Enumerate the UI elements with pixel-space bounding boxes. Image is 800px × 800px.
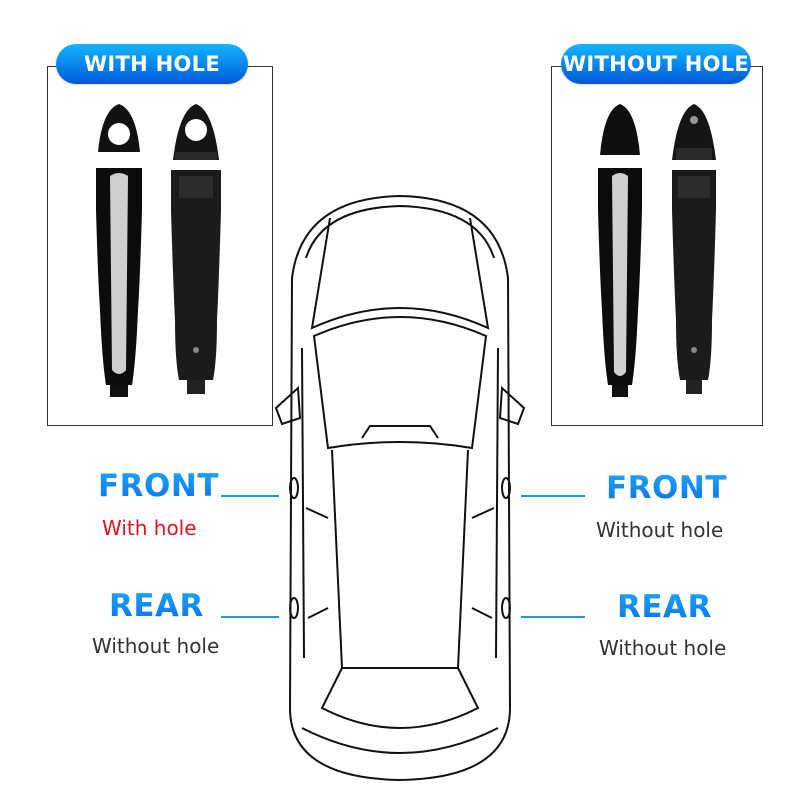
handle-with-hole-back-view — [171, 104, 221, 394]
front-left-subtitle: With hole — [102, 516, 197, 540]
rear-right-title: REAR — [617, 589, 712, 625]
front-left-leader-line — [221, 495, 279, 497]
rear-left-title: REAR — [109, 588, 204, 624]
car-top-view-outline — [274, 194, 526, 782]
front-right-subtitle: Without hole — [596, 518, 724, 542]
handle-with-hole-front-view — [96, 104, 142, 397]
without-hole-badge: WITHOUT HOLE — [561, 44, 751, 84]
without-hole-panel — [551, 66, 763, 426]
front-right-leader-line — [521, 495, 585, 497]
rear-left-leader-line — [221, 616, 279, 618]
rear-right-leader-line — [521, 616, 585, 618]
front-right-title: FRONT — [606, 470, 727, 506]
with-hole-badge: WITH HOLE — [56, 44, 248, 84]
keyhole-opening — [108, 123, 130, 145]
handle-without-hole-front-view — [598, 104, 642, 397]
rear-right-subtitle: Without hole — [599, 636, 727, 660]
with-hole-panel — [47, 66, 273, 426]
front-left-title: FRONT — [98, 468, 219, 504]
handle-without-hole-back-view — [672, 104, 716, 394]
rear-left-subtitle: Without hole — [92, 634, 220, 658]
